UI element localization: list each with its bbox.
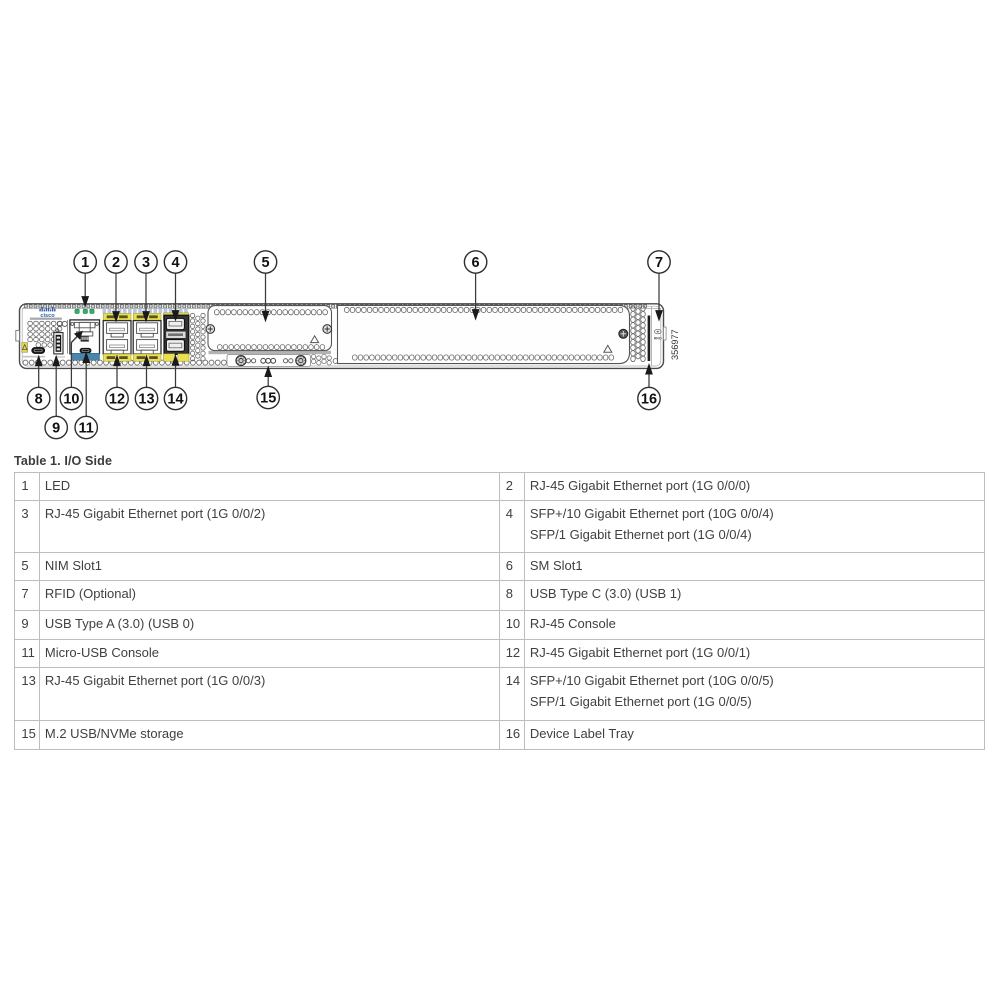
svg-text:9: 9 [52,421,60,437]
svg-text:8: 8 [35,392,43,408]
svg-text:6: 6 [472,255,480,271]
svg-text:10: 10 [63,392,79,408]
svg-text:14: 14 [167,392,183,408]
svg-text:5: 5 [261,255,269,271]
svg-text:356977: 356977 [670,329,680,360]
svg-text:RFID: RFID [654,337,662,341]
svg-text:cisco: cisco [40,313,55,319]
svg-text:15: 15 [260,391,276,407]
svg-text:1: 1 [81,255,89,271]
svg-text:7: 7 [655,255,663,271]
svg-text:12: 12 [109,392,125,408]
svg-text:2: 2 [112,255,120,271]
svg-text:4: 4 [171,255,179,271]
svg-text:16: 16 [641,392,657,408]
svg-text:11: 11 [79,421,94,437]
svg-text:3: 3 [142,255,150,271]
svg-text:13: 13 [138,392,154,408]
